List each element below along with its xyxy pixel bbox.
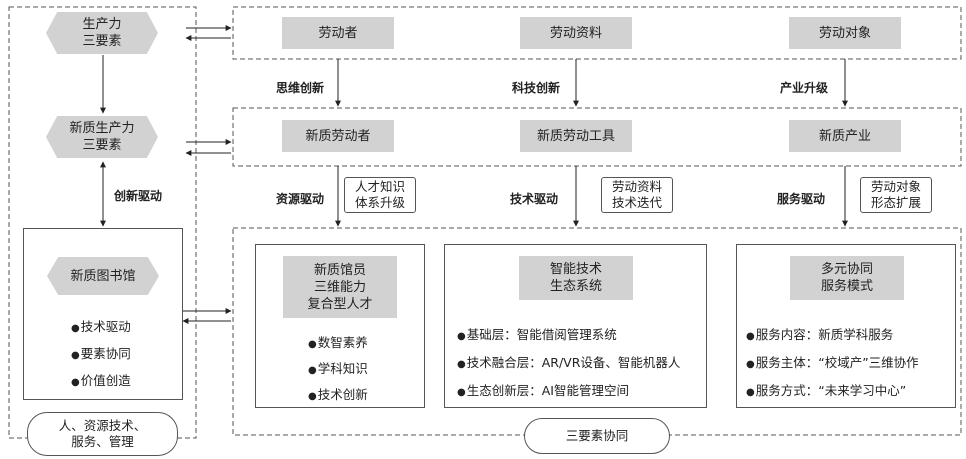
innovation-driven-label: 创新驱动 (114, 189, 163, 203)
list-item: 生态创新层：AI智能管理空间 (457, 378, 680, 406)
panel-collaborative-service: 多元协同 服务模式 服务内容：新质学科服务 服务主体：“校域产”三维协作 服务方… (736, 244, 956, 408)
list-item: 服务主体：“校域产”三维协作 (746, 350, 919, 378)
list-item: 数智素养 (308, 331, 368, 357)
list-item: 技术创新 (308, 383, 368, 409)
label-thinking-innovation: 思维创新 (276, 81, 325, 95)
row1-box-laborer: 劳动者 (282, 17, 394, 49)
new-productivity-three-elements: 新质生产力 三要素 (46, 116, 158, 158)
panel-intelligent-tech-title: 智能技术 生态系统 (519, 256, 633, 300)
label-resource-driven: 资源驱动 (276, 192, 325, 206)
bottom-left-oval: 人、资源技术、 服务、管理 (27, 412, 178, 456)
label-technology-driven: 技术驱动 (510, 192, 559, 206)
row2-dashed-container (232, 107, 962, 167)
row2-box-new-laborer: 新质劳动者 (282, 120, 394, 152)
productivity-three-elements: 生产力 三要素 (46, 12, 158, 54)
list-item: 服务方式：“未来学习中心” (746, 378, 919, 406)
row1-dashed-container (232, 6, 962, 60)
list-item: 学科知识 (308, 357, 368, 383)
list-item: 服务内容：新质学科服务 (746, 322, 919, 350)
panel-intelligent-tech: 智能技术 生态系统 基础层：智能借阅管理系统 技术融合层：AR/VR设备、智能机… (444, 244, 707, 408)
label-tech-innovation: 科技创新 (512, 81, 561, 95)
panel-collaborative-service-title: 多元协同 服务模式 (790, 256, 904, 300)
panel-new-librarian: 新质馆员 三维能力 复合型人才 数智素养 学科知识 技术创新 (255, 244, 425, 408)
row2-box-new-industry: 新质产业 (789, 120, 901, 152)
list-item: 技术驱动 (71, 314, 131, 341)
tag-talent-knowledge: 人才知识 体系升级 (344, 177, 416, 213)
list-item: 价值创造 (71, 368, 131, 395)
tag-labor-object-expansion: 劳动对象 形态扩展 (860, 177, 932, 213)
library-title: 新质图书馆 (47, 257, 159, 295)
label-industry-upgrade: 产业升级 (780, 81, 829, 95)
panel-new-librarian-items: 数智素养 学科知识 技术创新 (308, 331, 368, 409)
panel-intelligent-tech-items: 基础层：智能借阅管理系统 技术融合层：AR/VR设备、智能机器人 生态创新层：A… (457, 322, 681, 406)
library-items: 技术驱动 要素协同 价值创造 (71, 314, 131, 395)
library-box: 新质图书馆 技术驱动 要素协同 价值创造 (23, 228, 183, 400)
panel-collaborative-service-items: 服务内容：新质学科服务 服务主体：“校域产”三维协作 服务方式：“未来学习中心” (746, 322, 919, 406)
list-item: 技术融合层：AR/VR设备、智能机器人 (457, 350, 681, 378)
label-service-driven: 服务驱动 (777, 192, 826, 206)
list-item: 基础层：智能借阅管理系统 (457, 322, 680, 350)
bottom-center-oval: 三要素协同 (524, 418, 670, 454)
list-item: 要素协同 (71, 341, 131, 368)
row1-box-means-of-labor: 劳动资料 (520, 17, 632, 49)
row1-box-object-of-labor: 劳动对象 (789, 17, 901, 49)
row2-box-new-labor-tools: 新质劳动工具 (520, 120, 632, 152)
tag-labor-tech-iteration: 劳动资料 技术迭代 (601, 177, 673, 213)
left-dashed-container (8, 6, 197, 439)
panel-new-librarian-title: 新质馆员 三维能力 复合型人才 (283, 256, 397, 318)
